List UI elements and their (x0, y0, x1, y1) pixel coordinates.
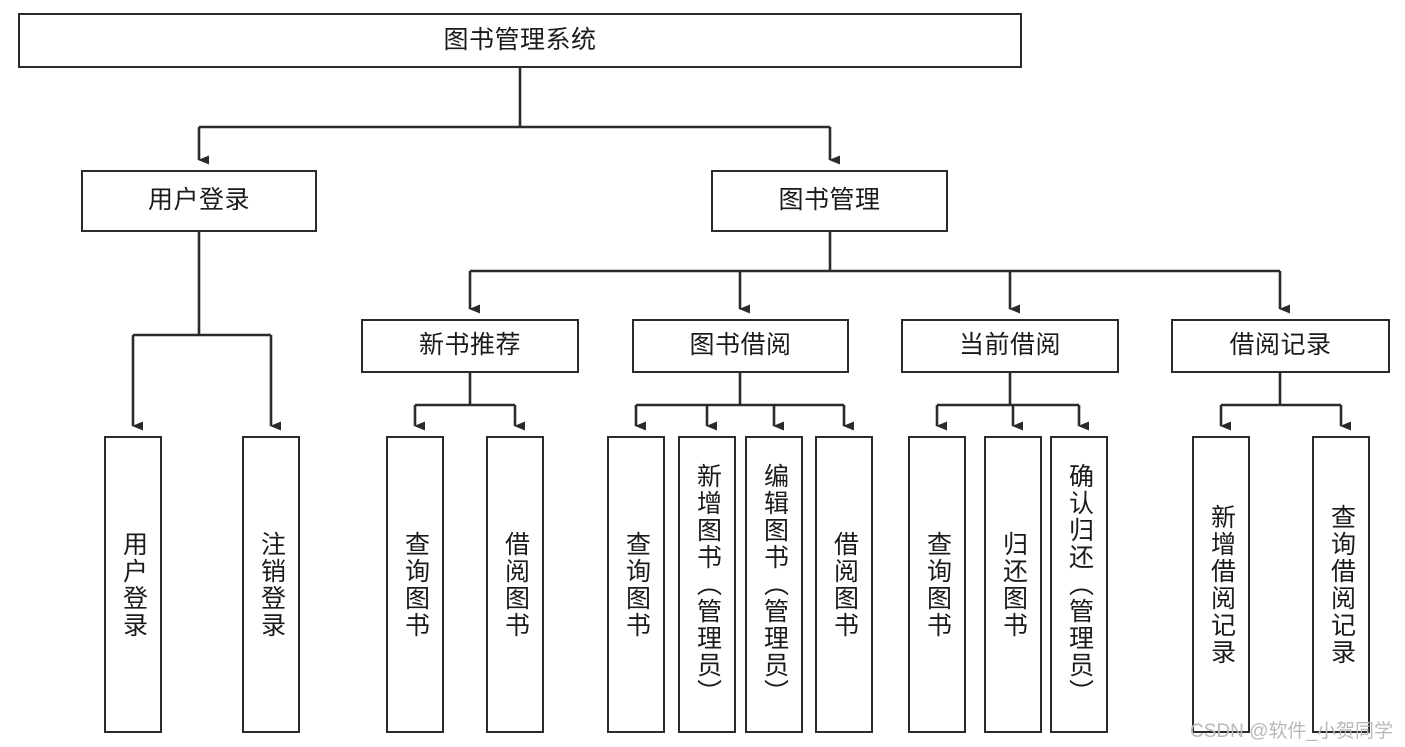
node-borrow-record-label: 借阅记录 (1229, 331, 1332, 360)
node-leaf-query-book-2[interactable]: 查询图书 (607, 436, 665, 733)
node-leaf-query-book-3[interactable]: 查询图书 (908, 436, 966, 733)
node-leaf-query-book-3-label: 查询图书 (923, 530, 952, 639)
node-leaf-edit-book[interactable]: 编辑图书（管理员） (745, 436, 803, 733)
node-leaf-confirm-return-label: 确认归还（管理员） (1065, 463, 1094, 706)
node-book-borrow-label: 图书借阅 (689, 331, 792, 360)
connector-book-manage-to-level3 (468, 232, 1290, 314)
connector-user-login-to-leaves (131, 232, 281, 431)
node-leaf-add-record-label: 新增借阅记录 (1207, 503, 1236, 666)
node-leaf-edit-book-label: 编辑图书（管理员） (760, 463, 789, 706)
node-borrow-record[interactable]: 借阅记录 (1171, 319, 1390, 373)
node-root[interactable]: 图书管理系统 (18, 13, 1022, 68)
node-leaf-user-login[interactable]: 用户登录 (104, 436, 162, 733)
node-leaf-confirm-return[interactable]: 确认归还（管理员） (1050, 436, 1108, 733)
node-leaf-query-book-1[interactable]: 查询图书 (386, 436, 444, 733)
node-leaf-user-login-label: 用户登录 (119, 530, 148, 639)
node-user-login[interactable]: 用户登录 (81, 170, 317, 232)
node-leaf-query-record-label: 查询借阅记录 (1327, 503, 1356, 666)
node-root-label: 图书管理系统 (443, 25, 597, 54)
node-new-book-rec-label: 新书推荐 (418, 331, 521, 360)
connector-new-book-rec-to-leaves (413, 373, 525, 431)
node-leaf-logout-label: 注销登录 (257, 530, 286, 639)
node-leaf-return-book[interactable]: 归还图书 (984, 436, 1042, 733)
connector-current-borrow-to-leaves (935, 373, 1089, 431)
node-leaf-query-book-2-label: 查询图书 (622, 530, 651, 639)
node-leaf-borrow-book-1[interactable]: 借阅图书 (486, 436, 544, 733)
node-user-login-label: 用户登录 (147, 186, 250, 215)
node-current-borrow-label: 当前借阅 (958, 331, 1061, 360)
node-book-borrow[interactable]: 图书借阅 (632, 319, 849, 373)
node-leaf-add-book[interactable]: 新增图书（管理员） (678, 436, 736, 733)
node-book-manage-label: 图书管理 (778, 186, 881, 215)
connector-book-borrow-to-leaves (634, 373, 854, 431)
node-leaf-query-record[interactable]: 查询借阅记录 (1312, 436, 1370, 733)
node-leaf-borrow-book-2-label: 借阅图书 (830, 530, 859, 639)
node-leaf-query-book-1-label: 查询图书 (401, 530, 430, 639)
node-leaf-borrow-book-1-label: 借阅图书 (501, 530, 530, 639)
node-leaf-return-book-label: 归还图书 (999, 530, 1028, 639)
connector-root-to-level2 (197, 68, 840, 165)
node-leaf-add-record[interactable]: 新增借阅记录 (1192, 436, 1250, 733)
node-current-borrow[interactable]: 当前借阅 (901, 319, 1119, 373)
node-leaf-add-book-label: 新增图书（管理员） (693, 463, 722, 706)
node-book-manage[interactable]: 图书管理 (711, 170, 948, 232)
connector-borrow-record-to-leaves (1219, 373, 1351, 431)
node-new-book-rec[interactable]: 新书推荐 (361, 319, 579, 373)
node-leaf-logout[interactable]: 注销登录 (242, 436, 300, 733)
node-leaf-borrow-book-2[interactable]: 借阅图书 (815, 436, 873, 733)
